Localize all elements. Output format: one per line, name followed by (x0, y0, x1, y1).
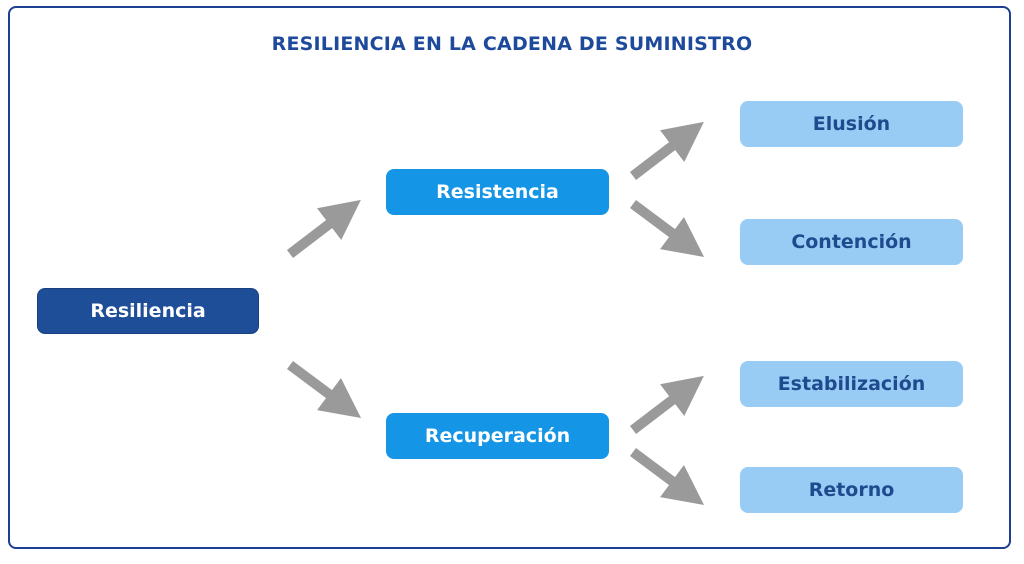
diagram-title: RESILIENCIA EN LA CADENA DE SUMINISTRO (271, 33, 753, 55)
node-label: Resistencia (436, 181, 559, 203)
node-contencion: Contención (740, 219, 963, 265)
node-resistencia: Resistencia (386, 169, 609, 215)
node-label: Resiliencia (90, 300, 206, 322)
arrow-recuperacion-to-retorno (630, 447, 705, 505)
node-estabilizacion: Estabilización (740, 361, 963, 407)
node-recuperacion: Recuperación (386, 413, 609, 459)
node-label: Recuperación (424, 425, 571, 447)
arrow-resistencia-to-elusion (629, 121, 704, 180)
node-resiliencia: Resiliencia (37, 288, 259, 334)
node-label: Contención (791, 231, 912, 253)
arrow-resistencia-to-contencion (630, 199, 705, 257)
node-elusion: Elusión (740, 101, 963, 147)
node-label: Retorno (808, 479, 895, 501)
arrow-recuperacion-to-estabilizacion (629, 375, 704, 434)
node-label: Elusión (812, 113, 891, 135)
arrow-root-to-resistencia (286, 199, 361, 258)
arrow-root-to-recuperacion (287, 360, 362, 418)
node-retorno: Retorno (740, 467, 963, 513)
node-label: Estabilización (777, 373, 926, 395)
